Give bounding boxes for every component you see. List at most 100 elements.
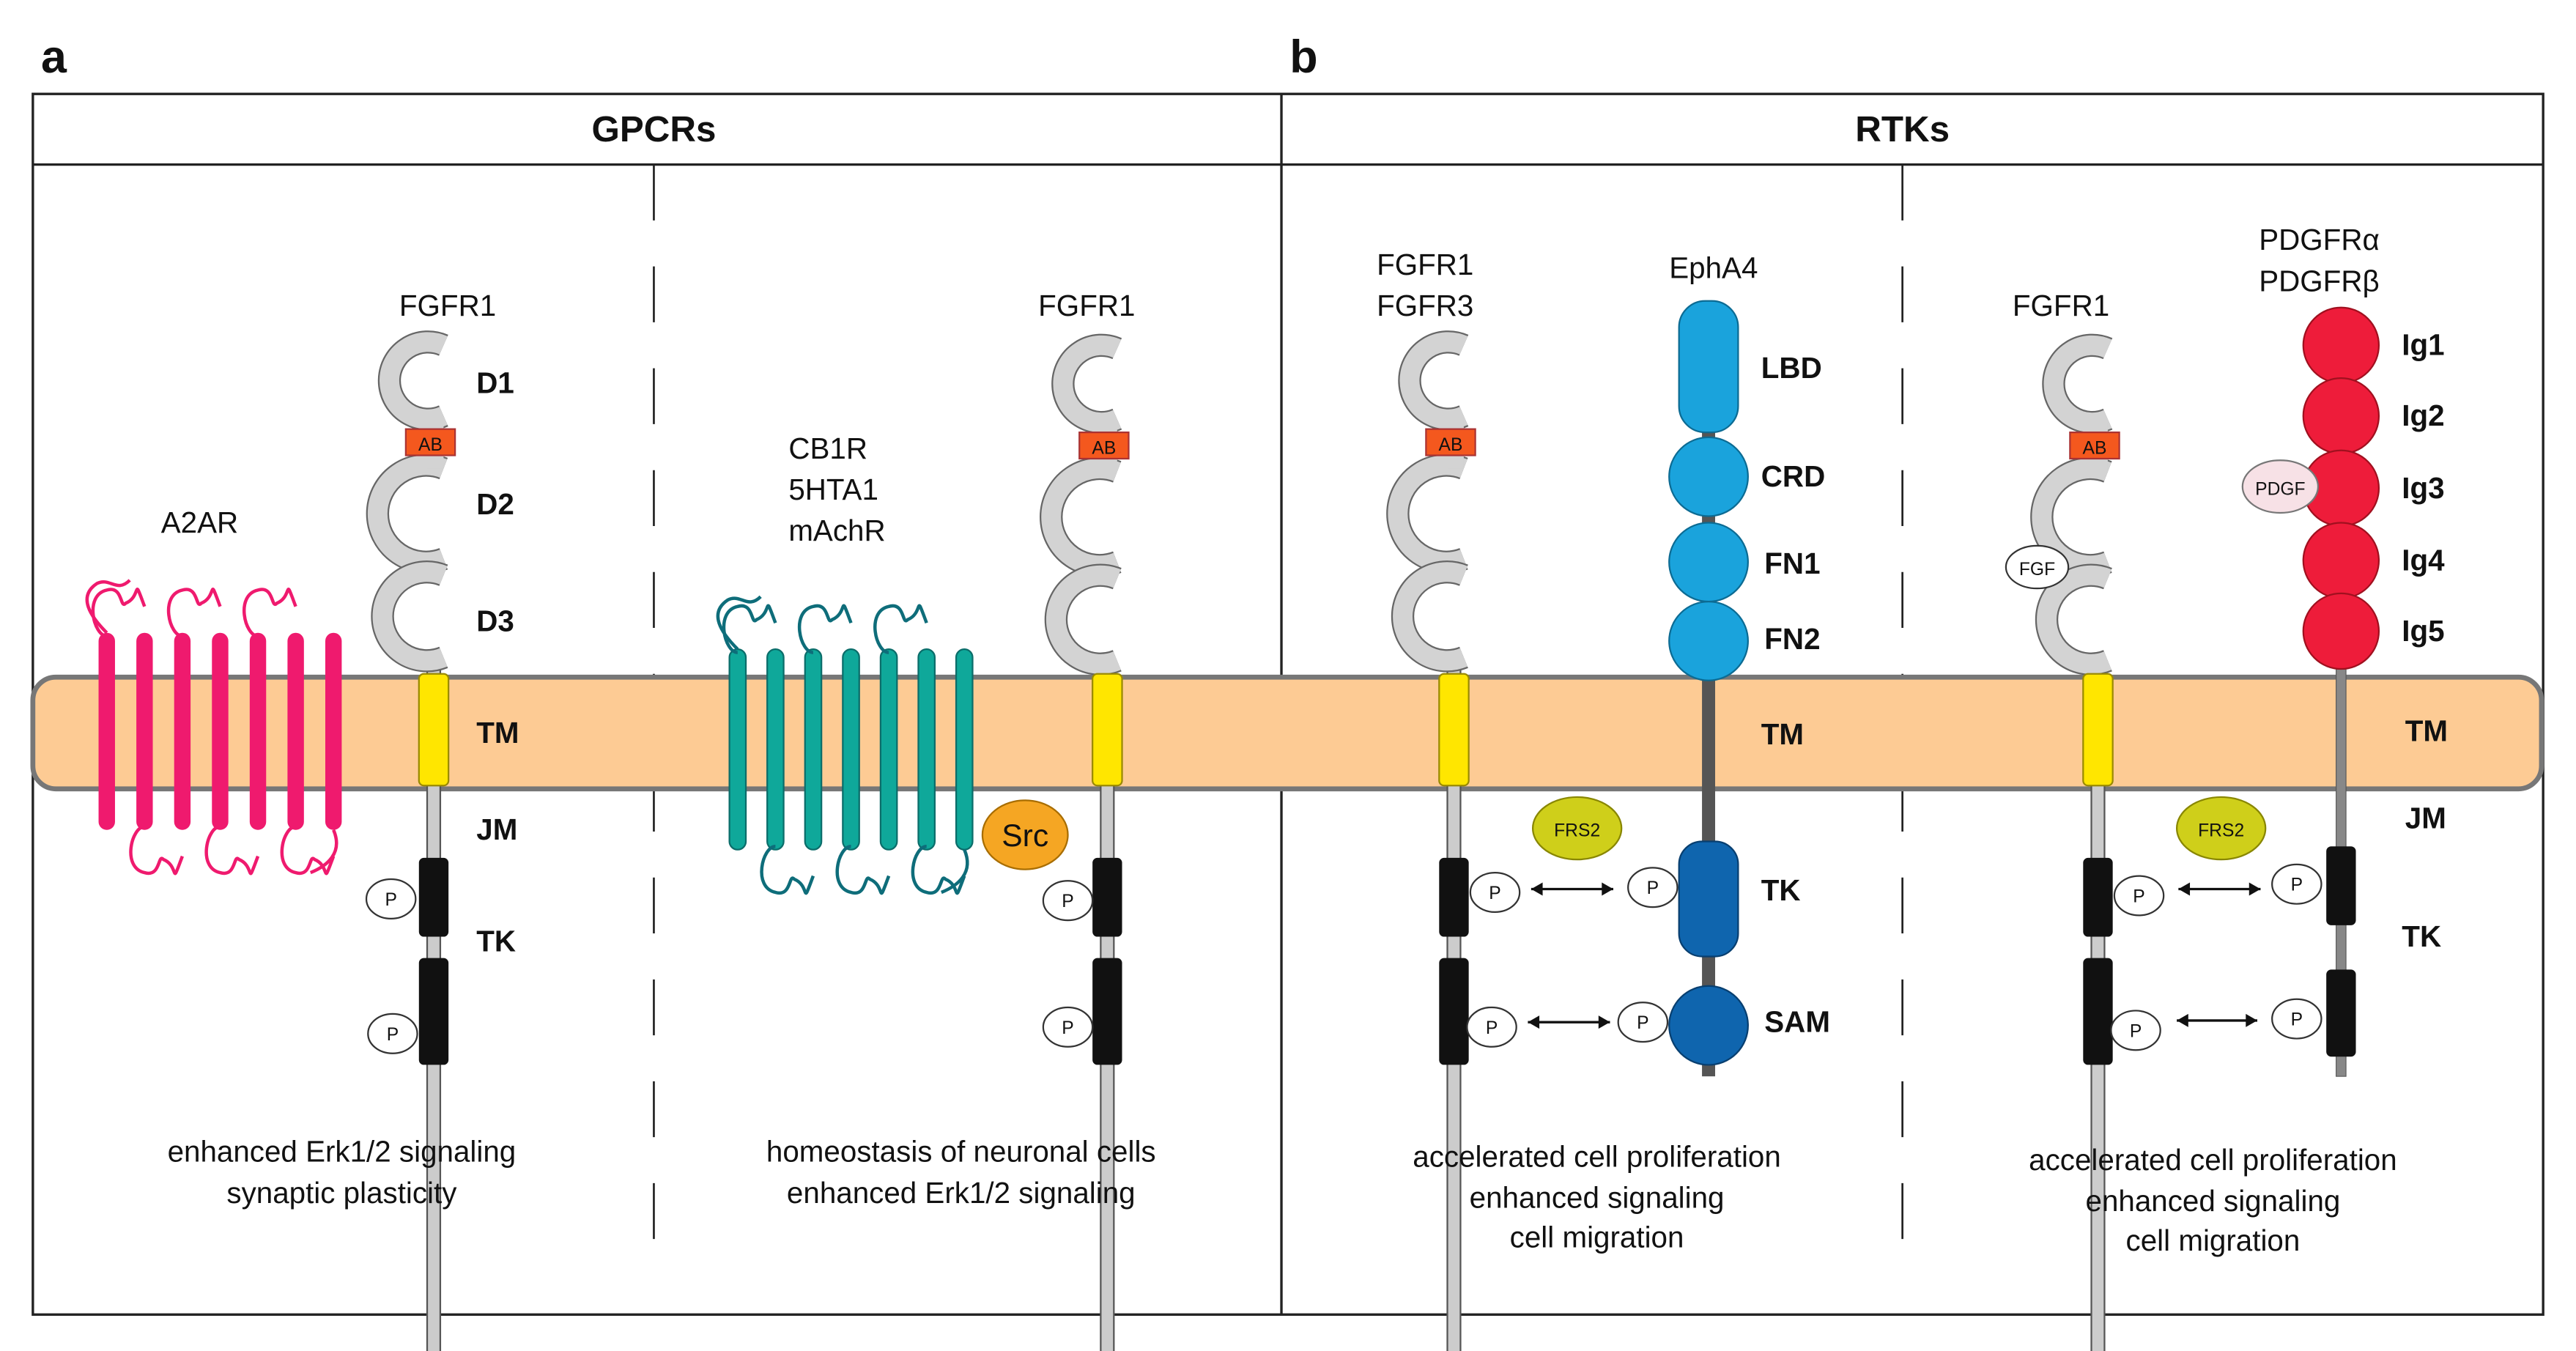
a2ar-helix xyxy=(212,632,229,830)
tm-label: TM xyxy=(1761,717,1804,751)
a2ar-helix xyxy=(249,632,267,830)
pdgfr-ig-domain xyxy=(2302,306,2380,384)
gpcr-teal-helix xyxy=(728,648,747,851)
phosphate-icon xyxy=(2110,1010,2161,1051)
shapes-layer xyxy=(85,300,2380,1351)
sam-label: SAM xyxy=(1764,1005,1830,1039)
lbd-label: LBD xyxy=(1761,351,1822,385)
pdgfrb-label: PDGFRβ xyxy=(2259,264,2379,297)
phosphate-label: P xyxy=(1062,1018,1073,1038)
gpcr-teal-loop xyxy=(873,604,928,654)
caption-line: accelerated cell proliferation xyxy=(1413,1139,1781,1173)
phosphate-label: P xyxy=(1489,884,1500,903)
phosphate-label: P xyxy=(2133,887,2144,906)
acid-box-label: AB xyxy=(2083,438,2107,458)
phosphate-icon xyxy=(2113,875,2165,917)
phosphate-icon xyxy=(1466,1006,1517,1048)
tm-label: TM xyxy=(476,716,519,749)
tm-domain xyxy=(1092,673,1123,787)
caption-line: enhanced signaling xyxy=(1470,1181,1725,1215)
tk-domain-2 xyxy=(418,958,449,1065)
gpcr-teal-helix xyxy=(804,648,823,851)
tk-domain-2 xyxy=(1092,958,1122,1065)
caption-line: cell migration xyxy=(2126,1224,2301,1257)
gpcr-teal-loop xyxy=(760,844,815,895)
frs2-adaptor xyxy=(2175,796,2267,861)
caption-line: synaptic plasticity xyxy=(226,1176,457,1210)
tk-domain-1 xyxy=(1092,857,1122,937)
phosphate-icon xyxy=(2271,998,2323,1040)
tk-label: TK xyxy=(476,925,516,958)
ig-domain xyxy=(2032,459,2111,576)
phosphate-label: P xyxy=(385,890,396,910)
phosphate-label: P xyxy=(2130,1021,2142,1041)
epha4-tk-domain xyxy=(1678,840,1739,958)
fgfr1-label: FGFR1 xyxy=(399,289,496,322)
a2ar-n-terminus xyxy=(85,579,131,634)
a2ar-loop xyxy=(91,588,147,638)
phosphate-label: P xyxy=(1486,1018,1498,1038)
ig3-label: Ig3 xyxy=(2402,471,2444,505)
header-rtks: RTKs xyxy=(1855,109,1950,149)
a2ar-label: A2AR xyxy=(161,506,238,539)
fgf-ligand xyxy=(2005,544,2070,590)
phosphate-icon xyxy=(365,878,417,919)
caption-line: enhanced Erk1/2 signaling xyxy=(787,1176,1136,1210)
frs2-label: FRS2 xyxy=(2198,821,2244,841)
pdgfra-label: PDGFRα xyxy=(2259,223,2380,256)
pdgf-ligand xyxy=(2241,459,2320,514)
phosphate-label: P xyxy=(2291,1010,2303,1030)
cb1r-label: CB1R xyxy=(788,432,867,465)
fgfr1-label: FGFR1 xyxy=(2013,289,2109,322)
lbd-domain xyxy=(1678,300,1739,434)
a2ar-loop xyxy=(280,825,336,876)
phosphate-label: P xyxy=(2291,876,2303,895)
fgfr1-label: FGFR1 xyxy=(1038,289,1135,322)
a2ar-loop xyxy=(166,588,222,638)
ig-domain xyxy=(1399,332,1468,429)
a2ar-loop xyxy=(129,825,185,876)
a2ar-helix xyxy=(287,632,304,830)
ig4-label: Ig4 xyxy=(2402,543,2445,577)
d3-label: D3 xyxy=(476,604,514,637)
5hta1-label: 5HTA1 xyxy=(788,473,878,506)
gpcr-teal-loop xyxy=(911,844,966,895)
a2ar-helix xyxy=(325,632,342,830)
tk-domain-1 xyxy=(2083,857,2113,937)
acid-box xyxy=(2069,432,2120,460)
cell-membrane xyxy=(30,674,2544,792)
ig-domain xyxy=(1046,565,1121,674)
caption-line: accelerated cell proliferation xyxy=(2029,1143,2397,1177)
ig5-label: Ig5 xyxy=(2402,614,2444,648)
a2ar-loop xyxy=(204,825,260,876)
tk-label: TK xyxy=(1761,873,1801,907)
frs2-label: FRS2 xyxy=(1554,821,1600,841)
a2ar-helix xyxy=(136,632,153,830)
a2ar-helix xyxy=(174,632,191,830)
a2ar-helix xyxy=(98,632,115,830)
pdgfr-ig-domain xyxy=(2302,592,2380,670)
gpcr-teal-loop xyxy=(722,604,777,654)
machr-label: mAchR xyxy=(788,514,885,547)
epha4-domain xyxy=(1668,436,1749,517)
gpcr-teal-helix xyxy=(842,648,860,851)
src-label: Src xyxy=(1002,818,1048,854)
acid-box xyxy=(404,428,456,456)
d2-label: D2 xyxy=(476,487,514,521)
pdgf-label: PDGF xyxy=(2255,479,2306,499)
epha4-domain xyxy=(1668,600,1749,681)
acid-box-label: AB xyxy=(418,435,443,455)
phosphate-icon xyxy=(367,1013,418,1054)
sam-domain xyxy=(1668,985,1749,1066)
gpcr-teal-helix xyxy=(955,648,974,851)
acid-box xyxy=(1425,428,1476,456)
ig2-label: Ig2 xyxy=(2402,399,2444,432)
tk-label: TK xyxy=(2402,919,2441,953)
caption-line: enhanced signaling xyxy=(2086,1184,2341,1218)
panel-label-b: b xyxy=(1289,32,1317,83)
phosphate-icon xyxy=(1042,1006,1094,1048)
gpcr-teal-helix xyxy=(766,648,785,851)
header-gpcrs: GPCRs xyxy=(591,109,716,149)
